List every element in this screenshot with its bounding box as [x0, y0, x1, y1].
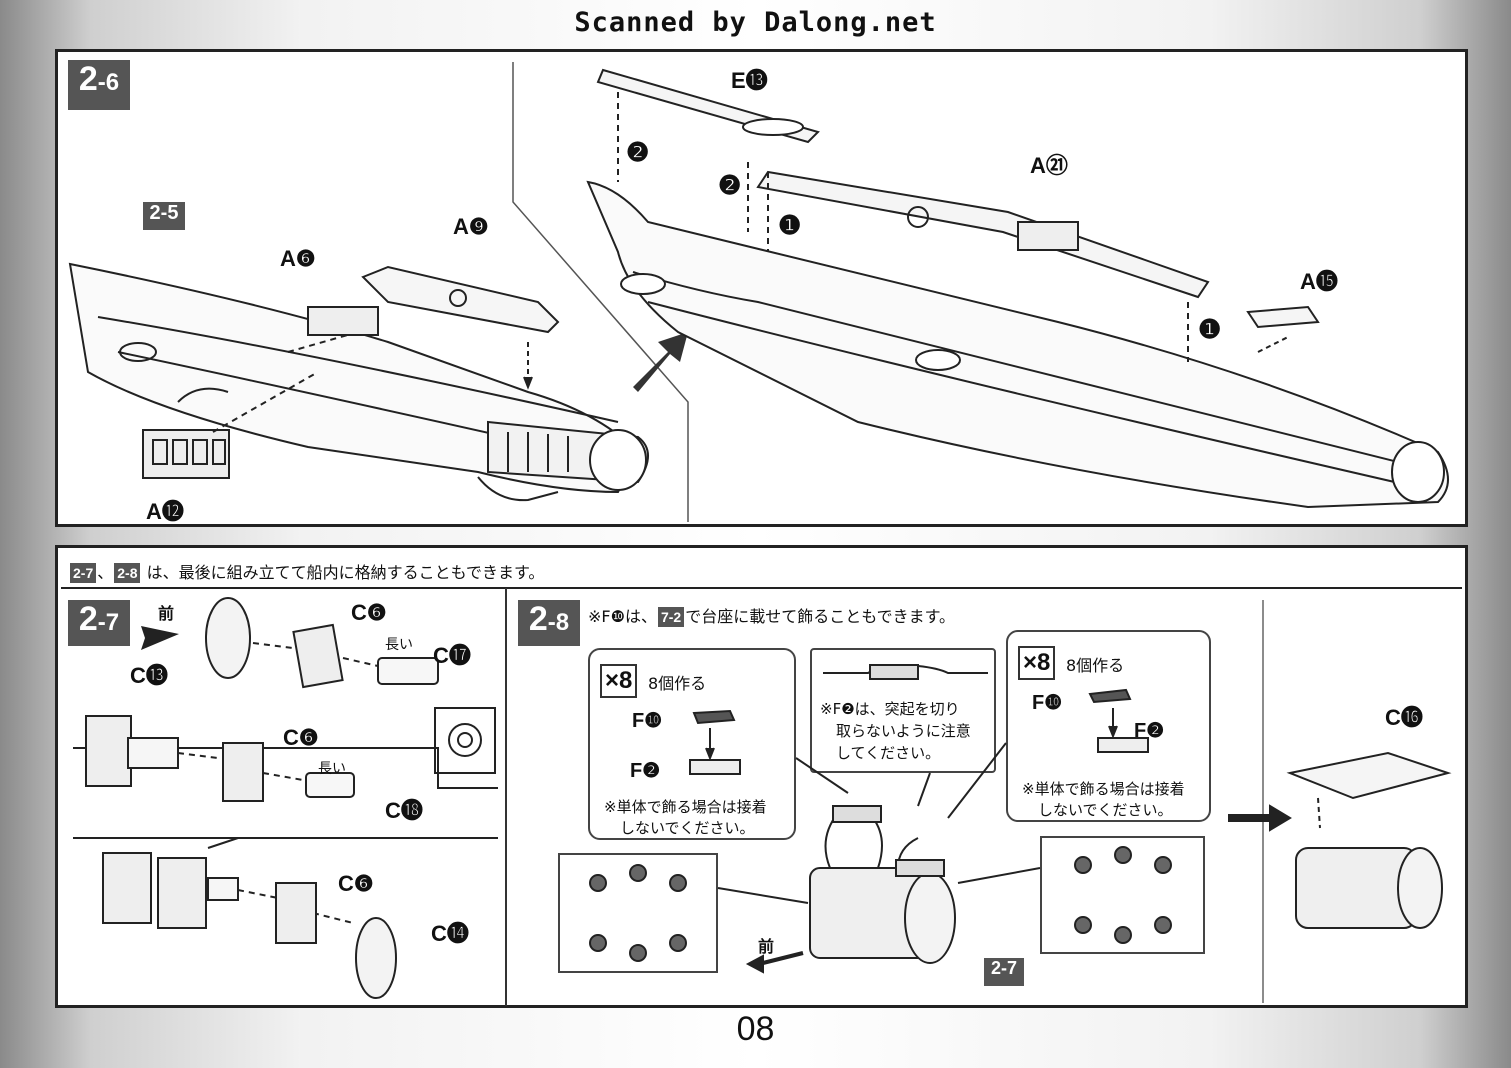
scan-credit: Scanned by Dalong.net: [574, 7, 937, 38]
note-ref-2-7: 2-7: [70, 563, 97, 583]
note-right-2: しないでください。: [1038, 801, 1173, 819]
note-ref-7-2: 7-2: [657, 607, 685, 627]
ref-step-2-5-badge: 2-5: [143, 202, 185, 230]
part-label-f2-right: F❷: [1134, 720, 1165, 742]
step-2-8-drawing: [589, 600, 1452, 1003]
part-label-c17: C⓱: [433, 643, 471, 668]
steps-2-7-2-8-panel: 2-7、2-8 は、最後に組み立てて船内に格納することもできます。 2-7 前: [55, 545, 1468, 1008]
part-label-c18: C⓲: [385, 798, 423, 823]
count-text-right: 8個作る: [1066, 656, 1125, 675]
divider: [505, 588, 507, 1006]
part-label-f2-left: F❷: [630, 760, 661, 782]
part-label-c14: C⓮: [431, 921, 469, 946]
ship-left-drawing: [68, 62, 1449, 522]
step-2-6-panel: 2-6 2-5: [55, 49, 1468, 527]
count-badge-right: ×8: [1018, 646, 1056, 680]
part-label-f10-left: F❿: [632, 710, 663, 732]
part-label-c6-c: C❻: [338, 871, 374, 896]
note-bar-text: 2-7、2-8 は、最後に組み立てて船内に格納することもできます。: [69, 559, 544, 583]
long-label-b: 長い: [318, 761, 346, 777]
note-bar: 2-7、2-8 は、最後に組み立てて船内に格納することもできます。: [61, 551, 1462, 589]
bubble-right: ×8 8個作る F❿ F❷ ※単体で飾る場合は接着 しないでください。: [1006, 630, 1211, 822]
front-label-2-7: 前: [158, 604, 175, 623]
part-label-c6-b: C❻: [283, 725, 319, 750]
center-note-3: してください。: [836, 744, 941, 762]
part-label-a12: A⓬: [146, 499, 184, 524]
part-label-a21: A㉑: [1030, 153, 1068, 178]
note-right-1: ※単体で飾る場合は接着: [1022, 780, 1185, 798]
part-label-a15: A⓯: [1300, 269, 1338, 294]
part-label-f10-right: F❿: [1032, 692, 1063, 714]
part-label-c16: C⓰: [1385, 705, 1423, 730]
step-2-7-drawing: [73, 597, 498, 999]
part-label-c6-a: C❻: [351, 600, 387, 625]
center-note-2: 取らないように注意: [836, 722, 971, 740]
center-note-1: ※F❷は、突起を切り: [820, 700, 960, 718]
order-mark-1b: ❶: [1198, 314, 1222, 344]
bubble-left: ×8 8個作る F❿ F❷ ※単体で飾る場合は接着 しないでください。: [588, 648, 796, 840]
note-left-2: しないでください。: [620, 819, 755, 837]
ref-step-2-7-badge: 2-7: [984, 958, 1024, 986]
part-label-c13: C⓭: [130, 663, 168, 688]
step-2-7-badge: 2-7: [68, 600, 130, 646]
count-text-left: 8個作る: [648, 674, 707, 693]
count-badge-left: ×8: [600, 664, 638, 698]
order-mark-2a: ❷: [626, 137, 650, 167]
page-number: 08: [736, 1010, 775, 1048]
part-label-a9: A❾: [453, 214, 489, 239]
step-2-8-badge: 2-8: [518, 600, 580, 646]
long-label-a: 長い: [385, 637, 413, 653]
part-label-e13: E⓭: [731, 68, 768, 93]
step-2-6-badge: 2-6: [68, 60, 130, 110]
note-ref-2-8: 2-8: [114, 563, 141, 583]
order-mark-2b: ❷: [718, 170, 742, 200]
note-left-1: ※単体で飾る場合は接着: [604, 798, 767, 816]
order-mark-1a: ❶: [778, 210, 802, 240]
part-label-a6: A❻: [280, 246, 316, 271]
front-label-2-8: 前: [758, 937, 775, 956]
